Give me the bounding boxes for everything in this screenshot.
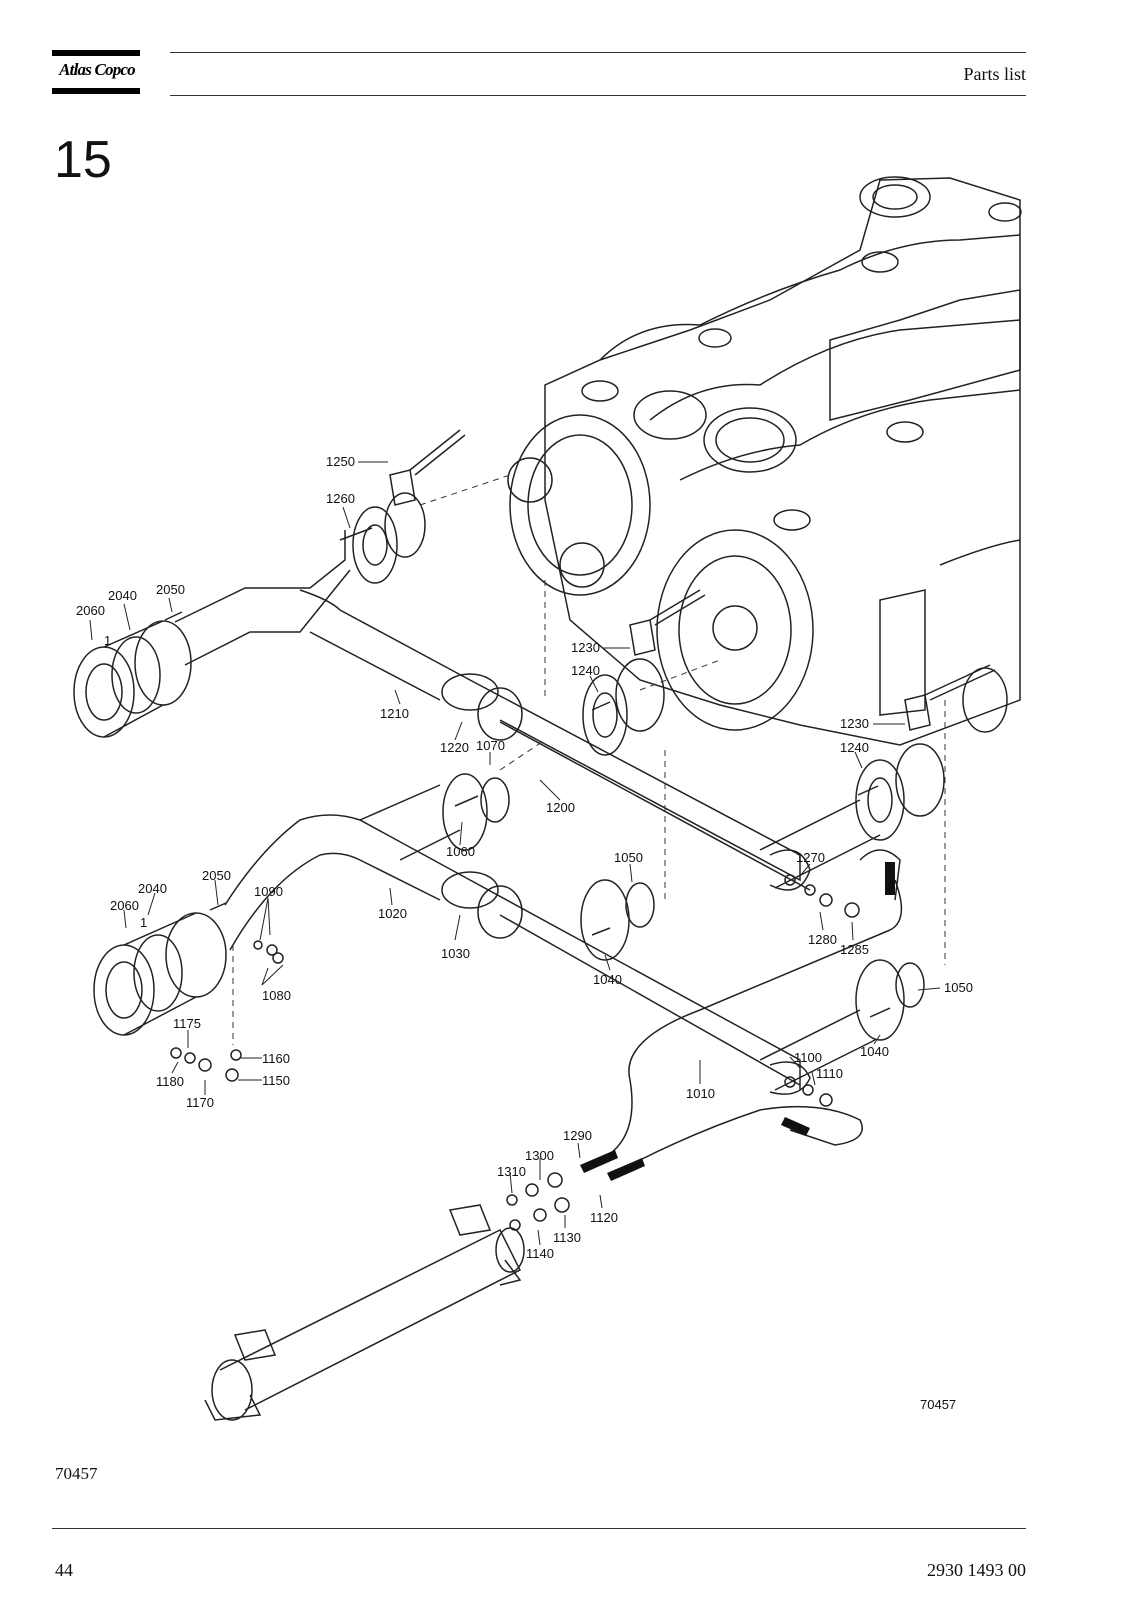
callout-2060: 2060 bbox=[76, 603, 105, 618]
hoses bbox=[599, 849, 903, 1161]
callout-2050-lower: 2050 bbox=[202, 868, 231, 883]
pipe-lower bbox=[224, 773, 925, 1095]
callout-1130: 1130 bbox=[553, 1230, 581, 1245]
callout-1290: 1290 bbox=[563, 1128, 592, 1143]
callout-1240-upper: 1240 bbox=[571, 663, 600, 678]
compressor-housing bbox=[507, 176, 1022, 746]
callout-1220: 1220 bbox=[440, 740, 469, 755]
page-number: 44 bbox=[55, 1560, 73, 1580]
callout-2040: 2040 bbox=[108, 588, 137, 603]
callout-1140: 1140 bbox=[526, 1246, 554, 1261]
callout-1160: 1160 bbox=[262, 1051, 290, 1066]
callout-1090: 1090 bbox=[254, 884, 283, 899]
fittings bbox=[164, 527, 891, 1231]
callout-1285: 1285 bbox=[840, 942, 869, 957]
alignment-lines bbox=[232, 474, 946, 1045]
callout-1060: 1060 bbox=[446, 844, 475, 859]
callout-1050-upper: 1050 bbox=[614, 850, 643, 865]
callout-1310: 1310 bbox=[497, 1164, 526, 1179]
callout-1170: 1170 bbox=[186, 1095, 214, 1110]
valve-1230-right bbox=[855, 664, 996, 841]
pipe-upper bbox=[174, 530, 881, 891]
callout-1240-right: 1240 bbox=[840, 740, 869, 755]
callout-1150: 1150 bbox=[262, 1073, 290, 1088]
callout-1110: 1110 bbox=[816, 1066, 843, 1081]
callout-1280: 1280 bbox=[808, 932, 837, 947]
callout-1180: 1180 bbox=[156, 1074, 184, 1089]
callout-1300: 1300 bbox=[525, 1148, 554, 1163]
figure-reference: 70457 bbox=[55, 1464, 98, 1483]
logo-bar-bottom bbox=[52, 88, 140, 94]
valve-1230-upper bbox=[582, 589, 706, 756]
cooler bbox=[204, 1204, 525, 1421]
callout-1080: 1080 bbox=[262, 988, 291, 1003]
flanges-lower-left bbox=[93, 912, 227, 1036]
drawing-figure-number: 70457 bbox=[920, 1397, 956, 1412]
callout-1030: 1030 bbox=[441, 946, 470, 961]
flanges-upper-left bbox=[73, 620, 192, 738]
callout-labels: 1250 1260 2040 2050 2060 1210 1220 1070 … bbox=[76, 454, 973, 1412]
logo-bar-top bbox=[52, 50, 140, 56]
callout-1040-lower: 1040 bbox=[860, 1044, 889, 1059]
callout-1210: 1210 bbox=[380, 706, 409, 721]
logo-wordmark: Atlas Copco bbox=[59, 60, 136, 79]
atlas-copco-logo: Atlas Copco bbox=[52, 50, 140, 94]
leader-lines bbox=[89, 461, 941, 1246]
callout-1070: 1070 bbox=[476, 738, 505, 753]
callout-1230-right: 1230 bbox=[840, 716, 869, 731]
drawing-linework bbox=[73, 176, 1022, 1421]
callout-2060-lower: 2060 bbox=[110, 898, 139, 913]
callout-1020: 1020 bbox=[378, 906, 407, 921]
callout-1040-upper: 1040 bbox=[593, 972, 622, 987]
footer-rule bbox=[52, 1528, 1026, 1529]
callout-1100: 1100 bbox=[794, 1050, 822, 1065]
callout-1010: 1010 bbox=[686, 1086, 715, 1101]
valve-1250 bbox=[352, 429, 466, 584]
callout-1175: 1175 bbox=[173, 1016, 201, 1031]
callout-1050-lower: 1050 bbox=[944, 980, 973, 995]
callout-1-lower: 1 bbox=[140, 915, 147, 930]
callout-1120: 1120 bbox=[590, 1210, 618, 1225]
callout-1-upper: 1 bbox=[104, 633, 111, 648]
document-number: 2930 1493 00 bbox=[927, 1560, 1026, 1580]
hose-end-fittings bbox=[580, 862, 895, 1181]
callout-2040-lower: 2040 bbox=[138, 881, 167, 896]
chapter-number: 15 bbox=[54, 131, 112, 189]
callout-1200: 1200 bbox=[546, 800, 575, 815]
header-rule-bottom bbox=[170, 95, 1026, 96]
callout-2050: 2050 bbox=[156, 582, 185, 597]
header-rule-top bbox=[170, 52, 1026, 53]
callout-1260: 1260 bbox=[326, 491, 355, 506]
callout-1270: 1270 bbox=[796, 850, 825, 865]
callout-1250: 1250 bbox=[326, 454, 355, 469]
callout-1230-upper: 1230 bbox=[571, 640, 600, 655]
section-title: Parts list bbox=[963, 64, 1026, 84]
